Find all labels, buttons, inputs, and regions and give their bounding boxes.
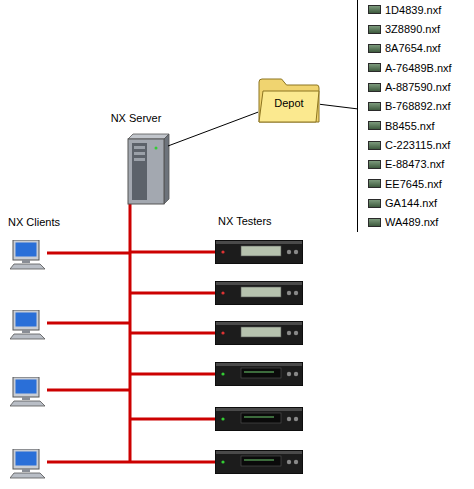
file-row: 3Z8890.nxf	[358, 19, 474, 38]
tester-wire	[130, 373, 215, 376]
tester-wire	[130, 418, 215, 421]
folder-back	[259, 79, 319, 122]
tester-wire	[130, 251, 215, 254]
file-name: 3Z8890.nxf	[385, 23, 440, 35]
file-icon	[368, 102, 381, 111]
node-label: Depot	[274, 93, 303, 109]
client-computer	[10, 310, 45, 339]
file-icon	[368, 83, 381, 92]
file-name: B8455.nxf	[385, 120, 435, 132]
client-wire	[47, 461, 130, 464]
file-icon	[368, 141, 381, 150]
file-icon	[368, 44, 381, 53]
tester-wire	[130, 332, 215, 335]
file-row: WA489.nxf	[358, 213, 474, 232]
file-icon	[368, 199, 381, 208]
client-wire	[47, 389, 130, 392]
tester-wire	[130, 292, 215, 295]
depot-folder: Depot	[258, 78, 320, 123]
client-wire	[47, 322, 130, 325]
server-tower	[128, 134, 169, 204]
file-icon	[368, 63, 381, 72]
file-row: B-768892.nxf	[358, 97, 474, 116]
file-name: GA144.nxf	[385, 197, 437, 209]
file-row: B8455.nxf	[358, 116, 474, 135]
file-name: B-768892.nxf	[385, 100, 450, 112]
file-name: WA489.nxf	[385, 216, 438, 228]
client-computer	[10, 377, 45, 406]
client-wire	[47, 252, 130, 255]
client-computer	[10, 449, 45, 478]
file-list: 1D4839.nxf 3Z8890.nxf 8A7654.nxfA-76489B.n…	[357, 0, 474, 232]
file-row: EE7645.nxf	[358, 174, 474, 193]
tester-units	[215, 240, 303, 474]
file-row: A-887590.nxf	[358, 77, 474, 96]
file-name: A-76489B.nxf	[385, 62, 452, 74]
file-row: GA144.nxf	[358, 193, 474, 212]
file-icon	[368, 218, 381, 227]
tester-unit	[215, 321, 303, 345]
folder-front	[259, 91, 319, 122]
file-row: A-76489B.nxf	[358, 58, 474, 77]
file-row: C-223115.nxf	[358, 135, 474, 154]
file-name: EE7645.nxf	[385, 178, 442, 190]
file-row: 8A7654.nxf	[358, 39, 474, 58]
tester-unit	[215, 281, 303, 305]
file-name: A-887590.nxf	[385, 81, 450, 93]
file-name: 1D4839.nxf	[385, 4, 441, 16]
group-label: NX Clients	[8, 216, 60, 228]
connector-line	[320, 104, 357, 109]
file-row: 1D4839.nxf	[358, 0, 474, 19]
file-name: 8A7654.nxf	[385, 42, 441, 54]
file-name: E-88473.nxf	[385, 158, 444, 170]
client-computers	[10, 240, 45, 478]
tester-unit	[215, 362, 303, 386]
server-node: NX Server	[104, 112, 168, 204]
file-icon	[368, 5, 381, 14]
file-icon	[368, 179, 381, 188]
file-row: E-88473.nxf	[358, 155, 474, 174]
connector-line	[168, 112, 258, 146]
tester-unit	[215, 407, 303, 431]
file-icon	[368, 160, 381, 169]
file-icon	[368, 121, 381, 130]
network-wires	[47, 204, 215, 462]
tester-unit	[215, 450, 303, 474]
tester-wire	[130, 461, 215, 464]
group-label: NX Testers	[218, 215, 272, 227]
tester-unit	[215, 240, 303, 264]
node-label: NX Server	[104, 112, 168, 125]
file-name: C-223115.nxf	[385, 139, 450, 151]
client-computer	[10, 240, 45, 269]
file-icon	[368, 25, 381, 34]
